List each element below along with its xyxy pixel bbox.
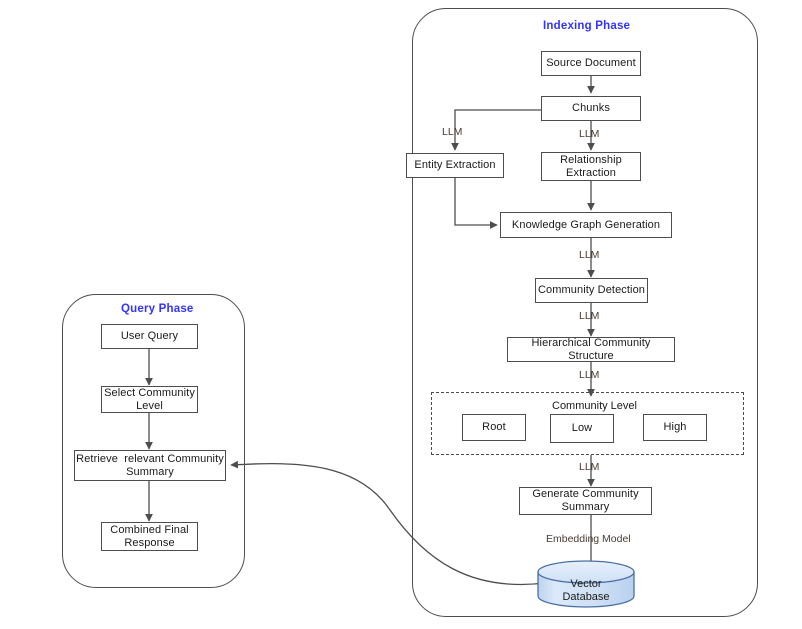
edge-label-summary-to-vector-db: Embedding Model	[546, 533, 631, 545]
node-community-level-root[interactable]: Root	[462, 414, 526, 441]
edge-label-kg-to-community-detection: LLM	[579, 249, 600, 261]
node-select-community-level[interactable]: Select Community Level	[101, 386, 198, 413]
edge-label-community-level-to-summary: LLM	[579, 461, 600, 473]
node-hierarchical-community-structure[interactable]: Hierarchical Community Structure	[507, 337, 675, 362]
community-level-group	[431, 392, 744, 455]
node-vector-database[interactable]: Vector Database	[538, 562, 634, 607]
node-relationship-extraction[interactable]: Relationship Extraction	[541, 152, 641, 181]
node-combined-final-response[interactable]: Combined Final Response	[101, 522, 198, 551]
node-retrieve-relevant-community-summary[interactable]: Retrieve relevant Community Summary	[74, 450, 226, 481]
edge-label-hierarchical-to-community-level: LLM	[579, 369, 600, 381]
node-generate-community-summary[interactable]: Generate Community Summary	[519, 487, 652, 515]
node-community-level-high[interactable]: High	[643, 414, 707, 441]
node-chunks[interactable]: Chunks	[541, 96, 641, 121]
node-community-detection[interactable]: Community Detection	[535, 278, 648, 303]
vector-database-label: Vector Database	[562, 577, 610, 603]
node-source-document[interactable]: Source Document	[541, 51, 641, 76]
indexing-phase-label: Indexing Phase	[543, 20, 631, 32]
community-level-group-label: Community Level	[552, 400, 637, 412]
edge-label-chunks-to-entity: LLM	[442, 126, 463, 138]
edge-label-chunks-to-relationship: LLM	[579, 128, 600, 140]
query-phase-panel	[62, 294, 245, 588]
node-user-query[interactable]: User Query	[101, 324, 198, 349]
indexing-phase-panel	[412, 8, 758, 617]
query-phase-label: Query Phase	[121, 303, 194, 315]
edge-label-community-detection-to-hierarchical: LLM	[579, 310, 600, 322]
node-knowledge-graph-generation[interactable]: Knowledge Graph Generation	[500, 212, 672, 238]
node-community-level-low[interactable]: Low	[550, 414, 614, 443]
node-entity-extraction[interactable]: Entity Extraction	[406, 153, 504, 178]
